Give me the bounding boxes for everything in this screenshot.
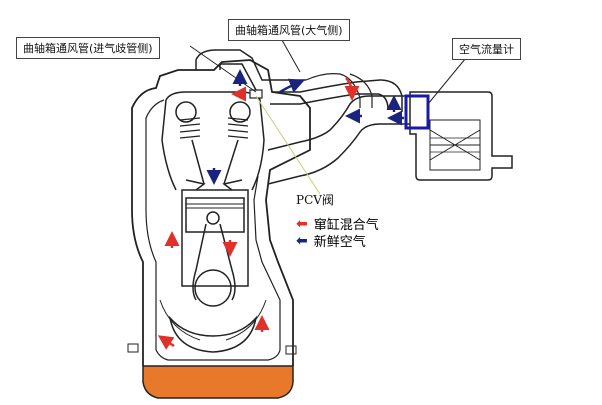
- camshaft-left: [175, 101, 197, 123]
- engine-block-outline: [131, 59, 311, 366]
- leader-maf: [427, 52, 471, 105]
- fresh-air-flow-arrows: [206, 69, 404, 185]
- legend-item-fresh-air: ⬅ 新鲜空气: [296, 231, 366, 251]
- label-breather-hose-intake: 曲轴箱通风管(进气歧管侧): [16, 37, 160, 59]
- air-filter-element: [429, 119, 481, 171]
- air-flow-meter: [404, 94, 430, 130]
- label-breather-hose-atmosphere: 曲轴箱通风管(大气侧): [228, 19, 350, 41]
- legend-item-blowby: ⬅ 窜缸混合气: [296, 214, 379, 234]
- camshaft-right: [229, 101, 251, 123]
- label-air-flow-meter: 空气流量计: [452, 38, 521, 60]
- label-pcv-valve: PCV阀: [296, 193, 334, 207]
- engine-block-inner: [145, 99, 281, 350]
- crankshaft-journal: [194, 269, 232, 307]
- intake-valve: [185, 139, 206, 191]
- valve-spring-right: [227, 117, 249, 139]
- blowby-flow-arrows: [157, 77, 360, 350]
- valve-spring-left: [179, 117, 201, 139]
- exhaust-valve: [222, 139, 243, 191]
- crankcase-outline: [155, 349, 281, 361]
- crank-counterweight: [168, 315, 258, 353]
- piston-pin: [206, 211, 220, 225]
- legend-label: 窜缸混合气: [313, 218, 379, 233]
- pcv-valve: [249, 89, 263, 99]
- piston: [185, 197, 245, 233]
- pcv-leader-line: [255, 95, 321, 195]
- oil-pan-oil: [142, 365, 294, 399]
- left-arrow-icon: ⬅: [296, 215, 308, 232]
- leader-breather-intake: [189, 45, 257, 93]
- left-arrow-icon: ⬅: [296, 232, 308, 249]
- air-cleaner-housing: [409, 91, 513, 181]
- breather-connector: [305, 73, 373, 108]
- cylinder-wall: [181, 189, 249, 287]
- mount-right: [285, 345, 297, 355]
- connecting-rod: [192, 223, 236, 301]
- mount-left: [127, 343, 139, 353]
- legend-label: 新鲜空气: [313, 235, 366, 250]
